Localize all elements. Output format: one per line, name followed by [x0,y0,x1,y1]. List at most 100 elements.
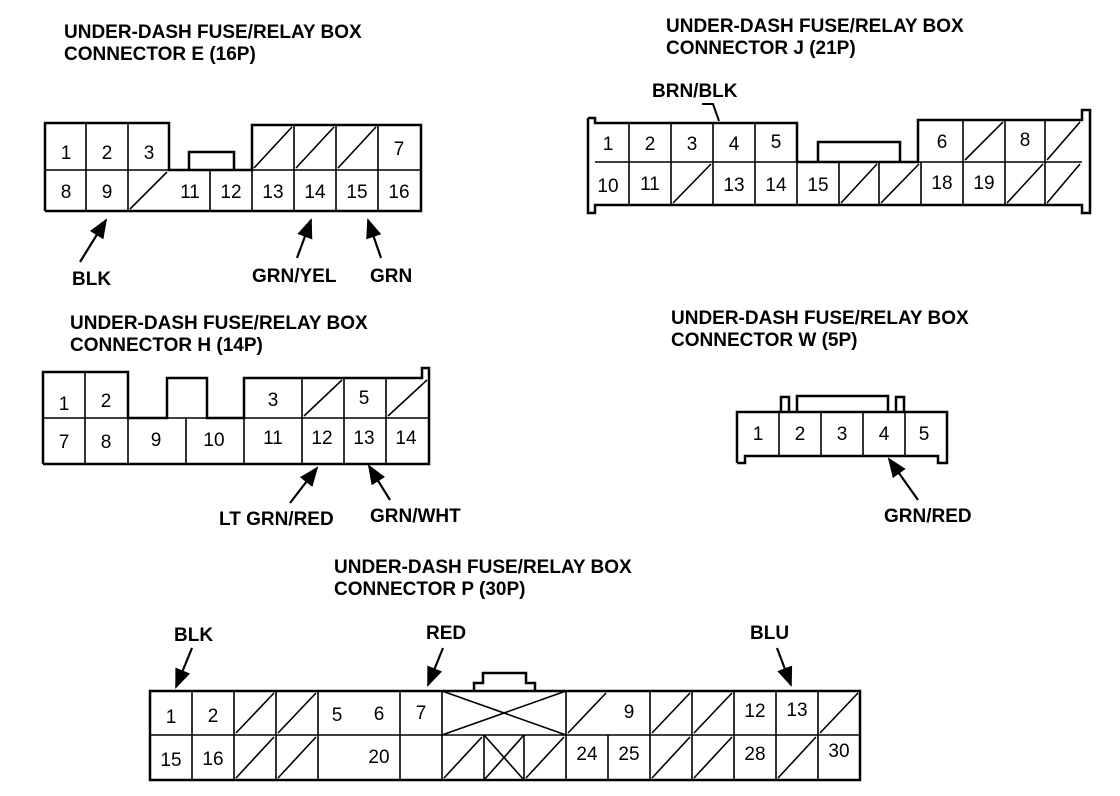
connector-e-wire-grn-yel: GRN/YEL [252,266,337,287]
connector-h-pin-13: 13 [353,428,374,449]
connector-j-grid [595,120,1082,205]
connector-j-pin-10: 10 [597,176,618,197]
connector-p-pin-2: 2 [208,706,219,727]
connector-e: UNDER-DASH FUSE/RELAY BOX CONNECTOR E (1… [43,22,423,290]
connector-h-lt-grn-red-arrow [289,466,319,504]
connector-w-title-line1: UNDER-DASH FUSE/RELAY BOX [671,308,969,329]
connector-j-wire-brn-blk: BRN/BLK [652,81,738,102]
connector-h-title-line1: UNDER-DASH FUSE/RELAY BOX [70,313,368,334]
connector-h-pin-7: 7 [59,432,70,453]
connector-e-title-line2: CONNECTOR E (16P) [64,44,256,65]
connector-j-pin-15: 15 [807,175,828,196]
connector-p-pin-7: 7 [416,703,427,724]
connector-h-pin-8: 8 [101,432,112,453]
connector-w-wire-grn-red: GRN/RED [884,506,972,527]
connector-p-red-arrow [426,647,445,687]
connector-w-pin-2: 2 [795,424,806,445]
connector-e-pin-9: 9 [102,182,113,203]
connector-p-pin-9: 9 [624,702,635,723]
connector-h-title-line2: CONNECTOR H (14P) [70,335,263,356]
connector-h: UNDER-DASH FUSE/RELAY BOX CONNECTOR H (1… [41,313,461,530]
connector-j-pin-11: 11 [640,174,660,195]
connector-p-title-line1: UNDER-DASH FUSE/RELAY BOX [334,557,632,578]
connector-j-brn-blk-leader [702,103,720,122]
connector-w-outline [735,394,949,465]
connector-p-title-line2: CONNECTOR P (30P) [334,579,525,600]
connector-p-pin-13: 13 [786,700,807,721]
connector-e-pin-7: 7 [394,139,405,160]
connector-j-pin-4: 4 [729,134,740,155]
connector-e-wire-blk: BLK [72,269,111,290]
connector-e-grn-yel-arrow [295,218,313,259]
connector-w-pin-4: 4 [879,424,890,445]
connector-j-pin-8: 8 [1020,130,1031,151]
connector-e-pin-12: 12 [220,182,241,203]
connector-e-pin-1: 1 [61,143,72,164]
connector-p-grid [150,690,860,781]
connector-w-pin-1: 1 [753,424,764,445]
connector-h-pin-12: 12 [311,428,332,449]
connector-e-pin-3: 3 [144,143,155,164]
connector-e-pin-15: 15 [346,182,367,203]
connector-j-outline [586,108,1092,215]
connector-h-pin-1: 1 [59,394,70,415]
connector-w-pin-5: 5 [919,424,930,445]
connector-e-grn-arrow [366,218,383,259]
connector-j-pin-3: 3 [687,134,698,155]
connector-w: UNDER-DASH FUSE/RELAY BOX CONNECTOR W (5… [671,308,972,527]
connector-p-blk-arrow [174,647,194,689]
connector-h-pin-10: 10 [203,430,224,451]
connector-p-pin-5: 5 [332,705,343,726]
connector-w-grn-red-arrow [887,457,919,501]
connector-p: UNDER-DASH FUSE/RELAY BOX CONNECTOR P (3… [148,557,862,782]
connector-w-title-line2: CONNECTOR W (5P) [671,330,857,351]
connector-e-pin-2: 2 [102,143,113,164]
connector-p-pin-30: 30 [828,741,849,762]
connector-p-wire-blk: BLK [174,625,213,646]
connector-e-pin-8: 8 [61,182,72,203]
connector-p-wire-red: RED [426,623,466,644]
connector-h-pin-9: 9 [151,430,162,451]
connector-j-pin-6: 6 [937,132,948,153]
connector-j-pin-14: 14 [765,175,787,196]
connector-j-pin-13: 13 [723,175,744,196]
connector-j-title-line2: CONNECTOR J (21P) [666,38,856,59]
connector-p-pin-1: 1 [166,707,177,728]
connector-e-pin-14: 14 [304,182,326,203]
connector-e-wire-grn: GRN [370,266,412,287]
connector-e-title-line1: UNDER-DASH FUSE/RELAY BOX [64,22,362,43]
connector-e-pin-16: 16 [388,182,409,203]
connector-h-pin-11: 11 [263,428,283,449]
connector-j: UNDER-DASH FUSE/RELAY BOX CONNECTOR J (2… [586,16,1092,215]
connector-p-pin-6: 6 [374,704,385,725]
connector-p-pin-15: 15 [160,750,181,771]
connector-p-pin-12: 12 [744,701,765,722]
connector-h-pin-3: 3 [268,390,279,411]
connector-h-grn-wht-arrow [367,464,391,501]
connector-e-grid [45,123,421,211]
connector-j-pin-5: 5 [771,132,782,153]
connector-p-pin-28: 28 [744,744,765,765]
connector-p-pin-16: 16 [202,749,223,770]
connector-h-wire-lt-grn-red: LT GRN/RED [219,509,334,530]
connector-e-blk-arrow [79,218,108,263]
connector-p-pin-20: 20 [368,747,389,768]
connector-j-pin-2: 2 [645,134,656,155]
connector-h-wire-grn-wht: GRN/WHT [370,506,461,527]
connector-e-pin-11: 11 [180,182,200,203]
connector-j-pin-18: 18 [931,173,952,194]
connector-e-pin-13: 13 [262,182,283,203]
connector-h-grid [43,372,429,464]
connector-j-pin-19: 19 [973,173,994,194]
connector-p-blu-arrow [775,647,793,687]
connector-p-wire-blu: BLU [750,623,789,644]
connector-w-grid [778,412,906,456]
connector-h-pin-5: 5 [359,388,370,409]
connector-h-pin-14: 14 [395,428,417,449]
connector-w-pin-3: 3 [837,424,848,445]
connector-h-pin-2: 2 [101,391,112,412]
connector-p-pin-24: 24 [576,744,598,765]
connector-p-pin-25: 25 [618,744,639,765]
connector-j-title-line1: UNDER-DASH FUSE/RELAY BOX [666,16,964,37]
